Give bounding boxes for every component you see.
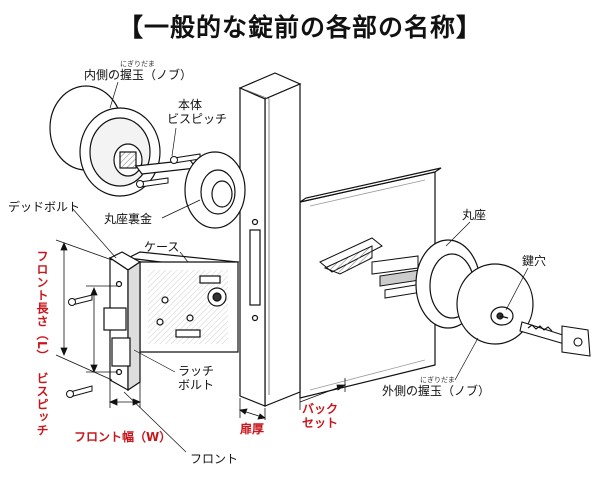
backset-label-2: セット — [302, 416, 339, 430]
door-thickness-label: 扉厚 — [240, 422, 265, 436]
key — [519, 321, 591, 357]
body-screws — [136, 153, 201, 188]
front-length-dimension — [55, 239, 113, 381]
inner-knob-ruby: にぎりだま — [120, 60, 155, 68]
door-panel — [299, 167, 442, 399]
inner-knob — [49, 85, 198, 197]
case-label: ケース — [144, 240, 180, 254]
deadbolt-label: デッドボルト — [8, 200, 81, 214]
backset-label-1: バック — [302, 402, 339, 416]
door-edge — [238, 72, 302, 407]
backset-dimension — [299, 378, 347, 410]
rear-latch-plate — [319, 237, 383, 275]
latch-bolt-label-2: ボルト — [178, 378, 215, 392]
body-screw-label-1: 本体 — [178, 98, 203, 112]
front-plate — [103, 251, 142, 392]
lock-case — [125, 251, 240, 353]
screw-pitch-label: ビスピッチ — [35, 372, 49, 437]
front-length-label: フロント長さ（L） — [35, 250, 49, 363]
round-seat-back-ring — [184, 151, 246, 229]
front-width-dimension — [108, 380, 142, 408]
round-seat-label: 丸座 — [462, 208, 487, 222]
spindle — [371, 255, 423, 299]
round-seat-back-label: 丸座裏金 — [104, 212, 153, 226]
body-screw-label-2: ビスピッチ — [167, 112, 228, 126]
front-width-label: フロント幅（W） — [74, 430, 172, 444]
inner-knob-label: 内側の握玉（ノブ） — [84, 68, 193, 82]
outer-knob-label: 外側の握玉（ノブ） — [382, 384, 491, 398]
leader-lines — [71, 81, 529, 453]
latch-bolt-label-1: ラッチ — [178, 364, 215, 378]
outer-knob — [415, 239, 534, 345]
screw-pitch-dimension — [86, 285, 118, 374]
outer-knob-ruby: にぎりだま — [420, 376, 455, 384]
page-title: 【一般的な錠前の各部の名称】 — [117, 13, 482, 42]
front-screws — [66, 294, 93, 398]
front-label: フロント — [190, 452, 239, 466]
door-thickness-dimension — [239, 398, 266, 420]
keyhole-label: 鍵穴 — [522, 254, 547, 268]
